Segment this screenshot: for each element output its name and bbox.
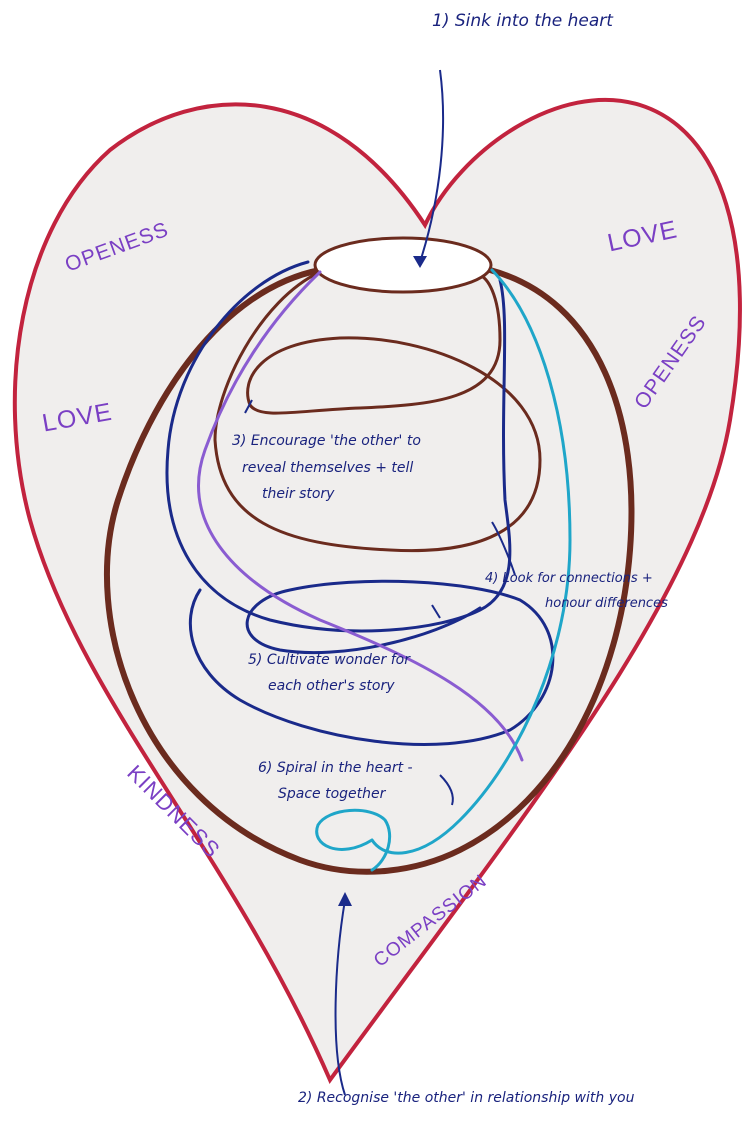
step-3-line-3: their story	[262, 486, 334, 502]
step-5-line-1: 5) Cultivate wonder for	[248, 652, 410, 668]
step-4-line-1: 4) Look for connections +	[485, 572, 653, 587]
step-2-label: 2) Recognise 'the other' in relationship…	[298, 1090, 634, 1106]
step-4-line-2: honour differences	[545, 597, 668, 612]
step-3-line-2: reveal themselves + tell	[242, 460, 413, 476]
step-6-line-1: 6) Spiral in the heart -	[258, 760, 413, 776]
step-1-label: 1) Sink into the heart	[432, 12, 613, 32]
step-5-line-2: each other's story	[268, 678, 395, 694]
heart-opening-ellipse	[315, 238, 491, 292]
step-3-line-1: 3) Encourage 'the other' to	[232, 433, 421, 449]
step-6-line-2: Space together	[278, 786, 385, 802]
